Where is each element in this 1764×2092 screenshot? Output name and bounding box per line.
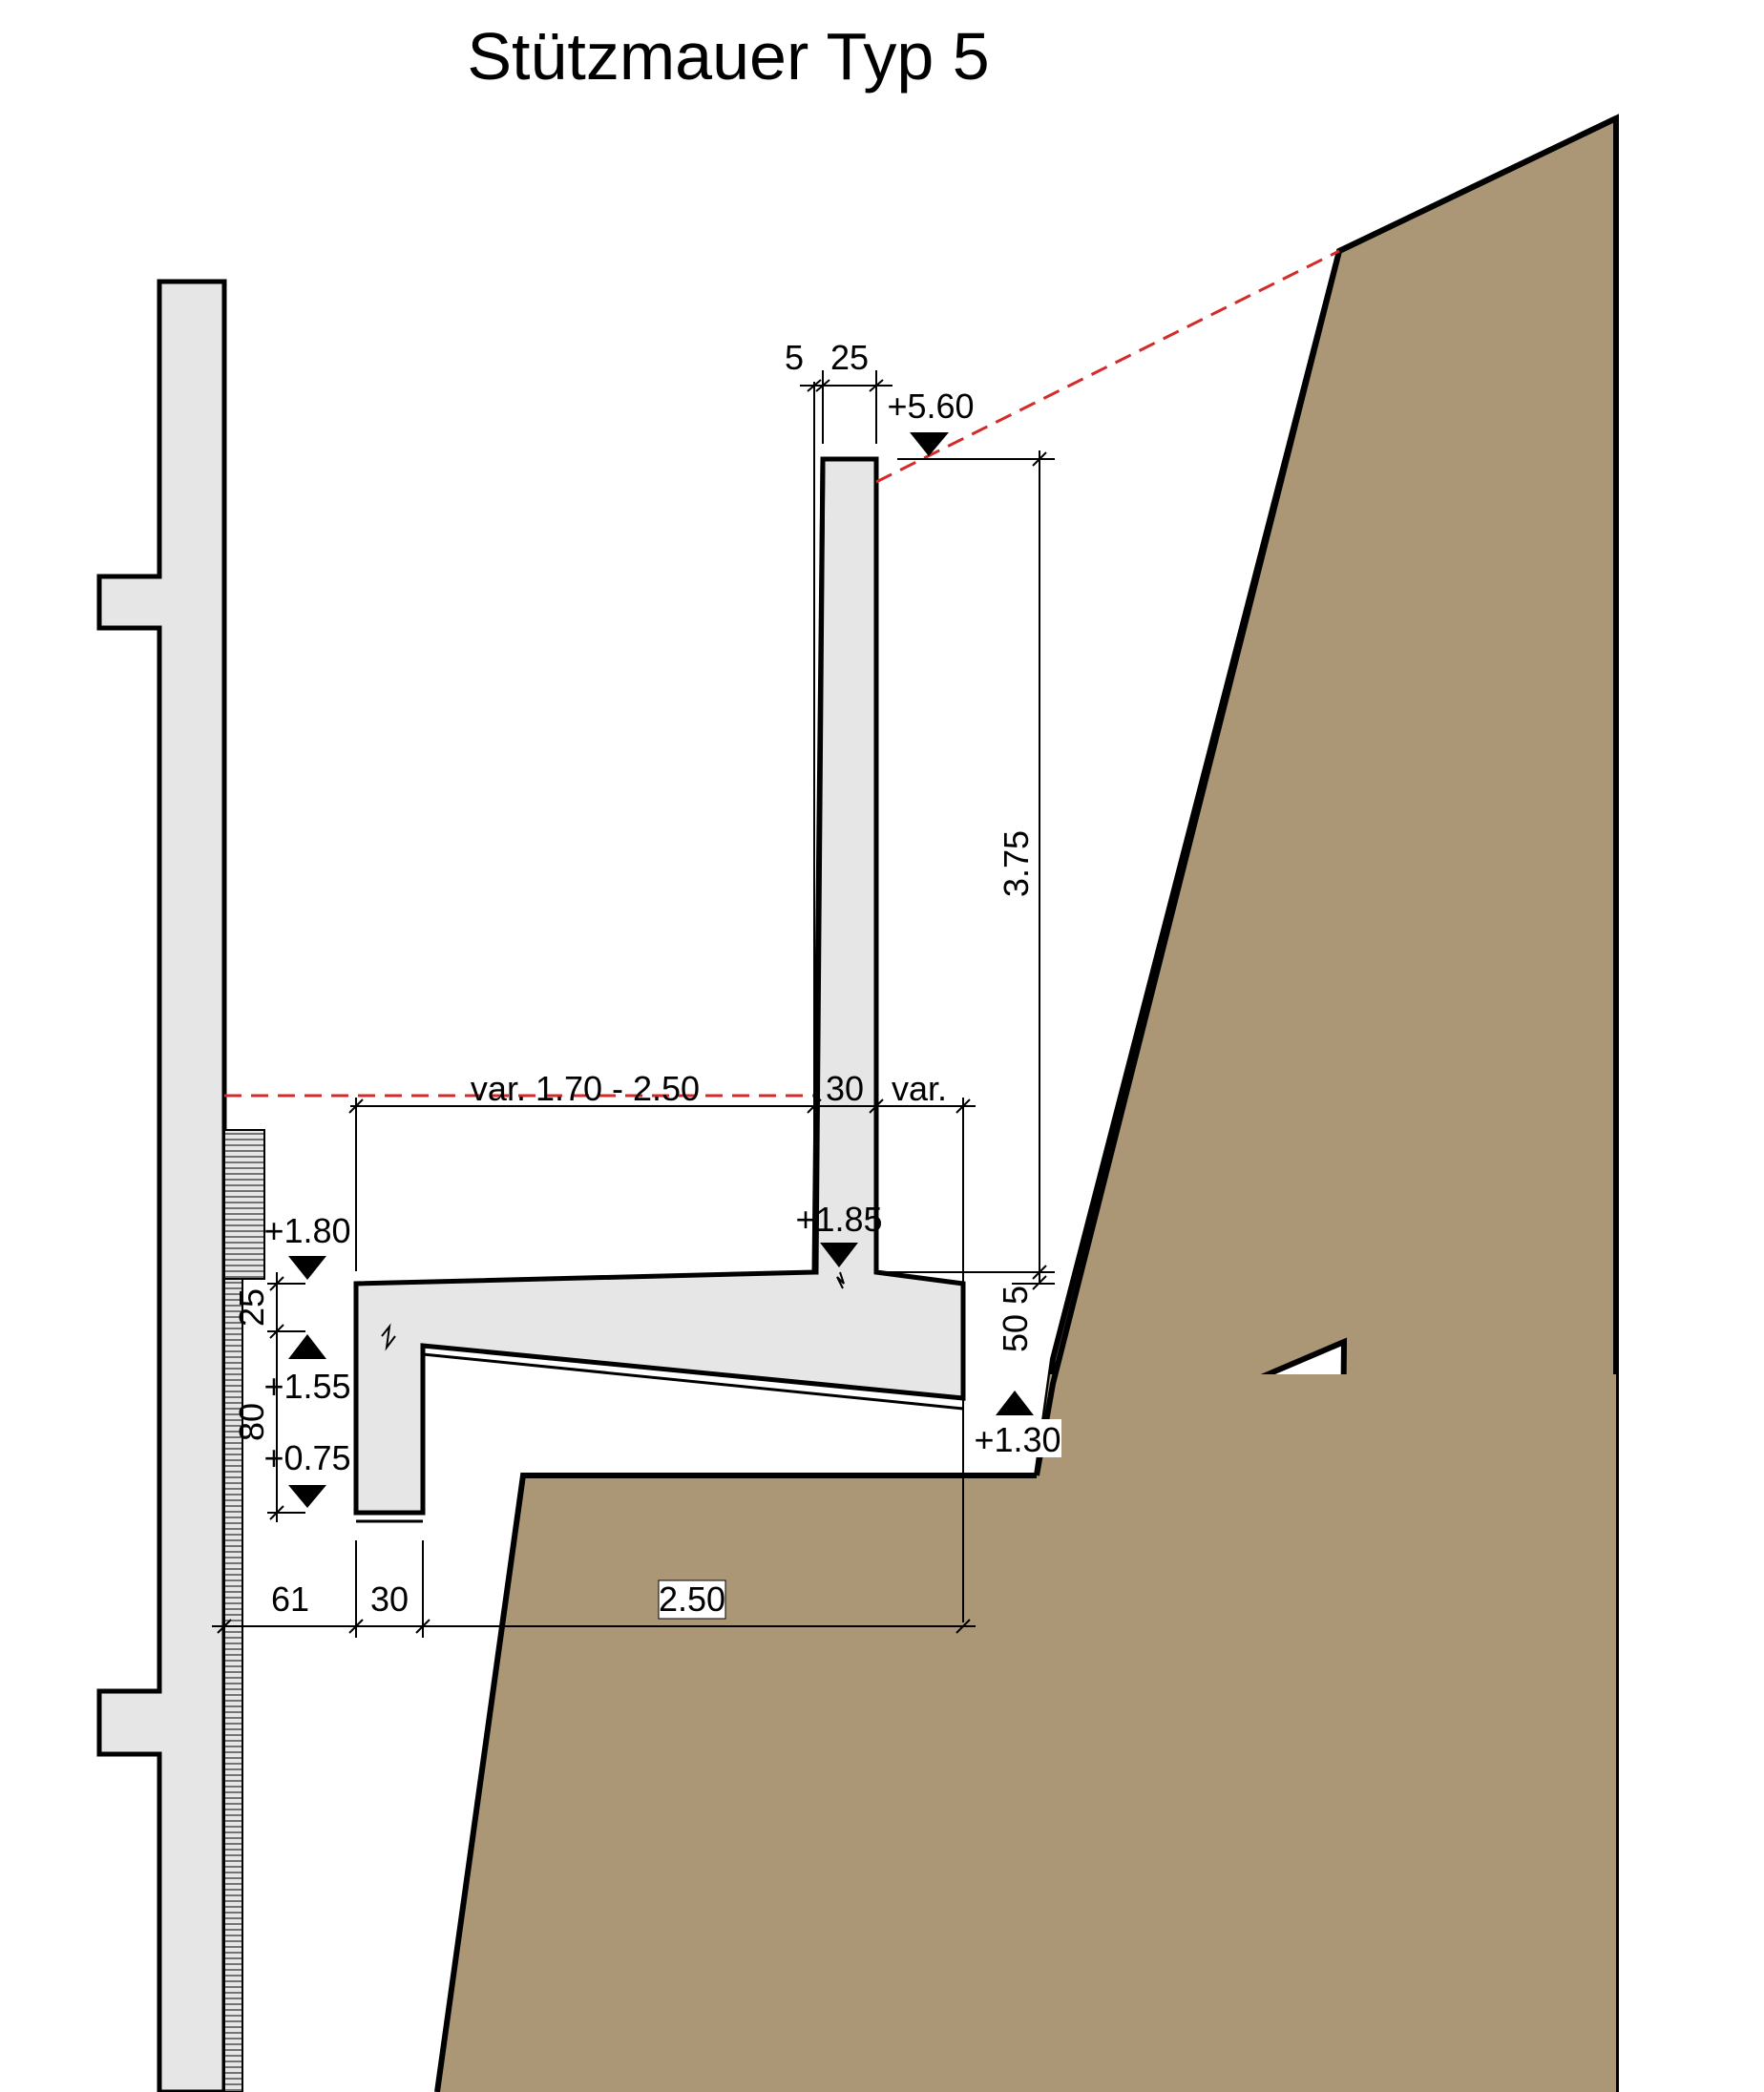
level-marker-nose-top <box>288 1256 326 1280</box>
dim-gap-to-building: 61 <box>271 1579 309 1619</box>
slope-reference-line <box>875 249 1340 484</box>
level-marker-hanging-wall-bottom <box>288 1485 326 1508</box>
soil-foundation-edge <box>434 1473 1037 2092</box>
drawing-title: Stützmauer Typ 5 <box>467 19 989 94</box>
dim-overhang-width: var. 1.70 - 2.50 <box>471 1069 700 1108</box>
level-hanging-wall-bottom: +0.75 <box>263 1438 350 1477</box>
level-marker-nose-bottom <box>288 1334 326 1359</box>
dim-base-width: 2.50 <box>659 1579 725 1619</box>
break-mark-slab <box>836 1271 845 1289</box>
level-markers <box>288 432 1034 1508</box>
slab-underside-layer <box>422 1352 964 1411</box>
dim-hanging-wall-width: 30 <box>370 1579 409 1619</box>
soil-foundation <box>437 1374 1616 2092</box>
facade-insulation-hatch <box>224 1282 242 2091</box>
dim-wall-height: 3.75 <box>997 830 1036 897</box>
level-marker-heel-bottom <box>996 1391 1034 1415</box>
building-wall <box>96 279 227 2092</box>
dim-stem-base: 30 <box>826 1069 864 1108</box>
level-top-of-slab: +1.85 <box>795 1200 882 1239</box>
dim-stem-top-a: 5 <box>785 338 804 377</box>
level-heel-bottom-box <box>976 1419 1061 1457</box>
facade-cladding-block <box>223 1129 265 1280</box>
dim-base-width-box <box>658 1579 726 1620</box>
level-nose-bottom: +1.55 <box>263 1367 350 1406</box>
dimension-lines <box>212 370 1055 1638</box>
dim-hanging-wall-height: 80 <box>232 1403 271 1441</box>
dim-heel-width: var. <box>892 1069 947 1108</box>
retaining-wall-concrete <box>353 456 966 1516</box>
level-top-of-wall: +5.60 <box>887 387 974 426</box>
dim-stem-top-b: 25 <box>830 338 869 377</box>
dim-nose-thickness: 25 <box>232 1288 271 1327</box>
level-marker-top-of-slab <box>820 1243 858 1267</box>
level-nose-top: +1.80 <box>263 1211 350 1250</box>
facade-cladding-hatch <box>224 1133 264 1278</box>
dim-heel-thickness: 50 5 <box>996 1286 1035 1352</box>
level-marker-top-of-wall <box>910 432 949 456</box>
stem-inner-face <box>811 458 826 1273</box>
break-mark-nose <box>381 1323 396 1351</box>
level-heel-bottom: +1.30 <box>974 1420 1060 1459</box>
